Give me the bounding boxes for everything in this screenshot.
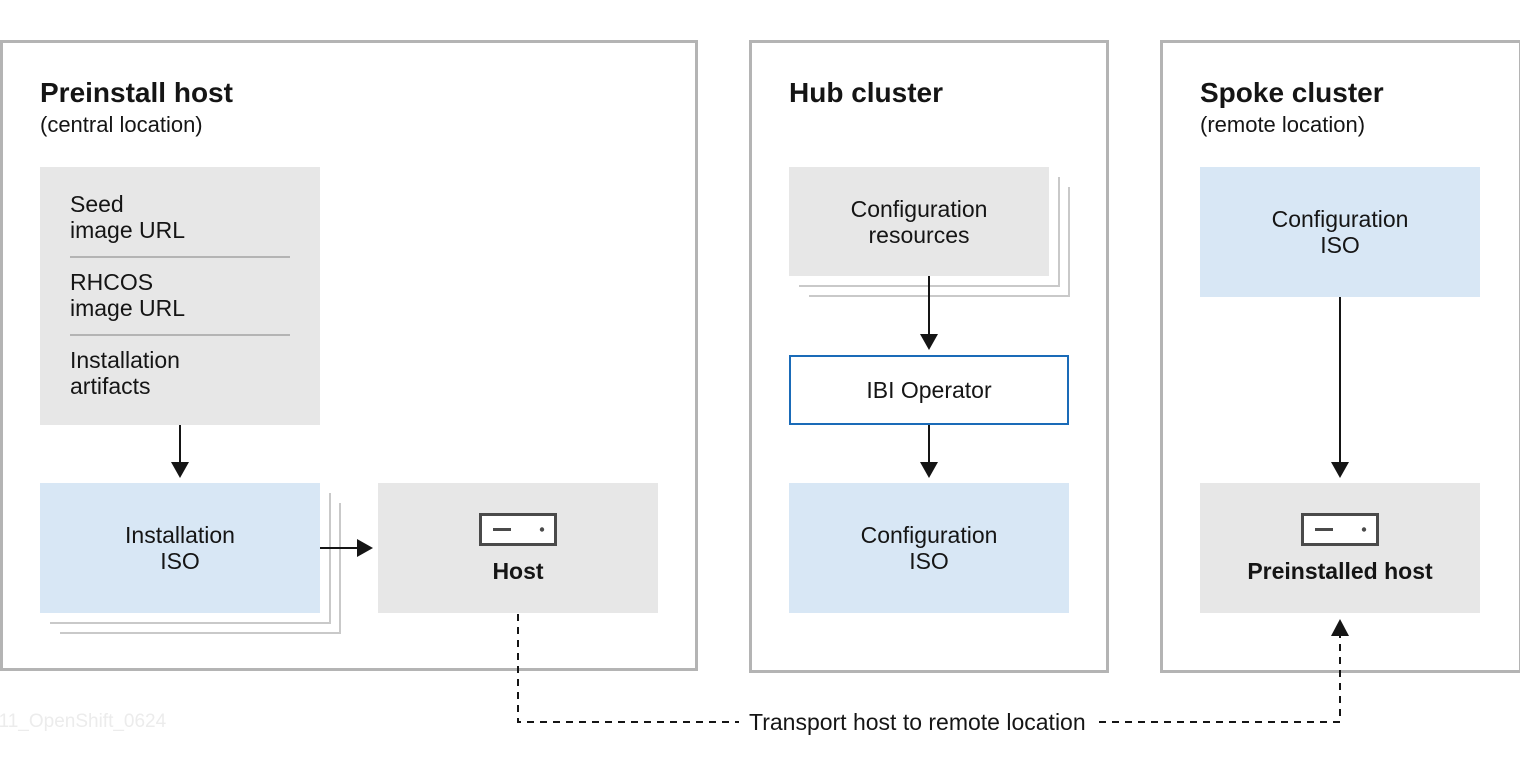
arrowhead — [920, 462, 938, 478]
preinstall-inputs-box — [40, 167, 320, 425]
preinstall-host-subtitle: (central location) — [40, 112, 203, 137]
inputs-divider — [70, 256, 290, 258]
ibi-operator-box: IBI Operator — [789, 355, 1069, 425]
seed-image-url-label: Seed image URL — [70, 191, 186, 243]
arrowhead — [920, 334, 938, 350]
arrowhead — [357, 539, 373, 557]
preinstalled-host-label: Preinstalled host — [1247, 558, 1433, 584]
arrowhead — [1331, 619, 1349, 636]
rhcos-image-url-label: RHCOS image URL — [70, 269, 186, 321]
spoke-cluster-title: Spoke cluster — [1200, 77, 1384, 108]
hub-configuration-iso-box: Configuration ISO — [789, 483, 1069, 613]
spoke-configuration-iso-box: Configuration ISO — [1200, 167, 1480, 297]
arrowhead — [1331, 462, 1349, 478]
iso-stack-shadow — [60, 503, 341, 634]
hub-cluster-title: Hub cluster — [789, 77, 944, 108]
server-icon — [1301, 513, 1379, 546]
transport-label: Transport host to remote location — [739, 709, 1096, 735]
installation-iso-box: Installation ISO — [40, 483, 320, 613]
inputs-divider — [70, 334, 290, 336]
arrowhead — [171, 462, 189, 478]
installation-artifacts-label: Installation artifacts — [70, 347, 180, 399]
iso-stack-shadow — [50, 493, 331, 624]
host-box — [378, 483, 658, 613]
transport-dashed-path — [517, 614, 1341, 723]
configuration-resources-box: Configuration resources — [789, 167, 1049, 276]
resources-stack-shadow — [809, 187, 1070, 297]
preinstalled-host-box — [1200, 483, 1480, 613]
spoke-cluster-subtitle: (remote location) — [1200, 112, 1366, 137]
diagram-id-watermark: 711_OpenShift_0624 — [0, 711, 167, 732]
host-label: Host — [492, 558, 544, 584]
preinstall-host-title: Preinstall host — [40, 77, 233, 108]
server-icon — [479, 513, 557, 546]
